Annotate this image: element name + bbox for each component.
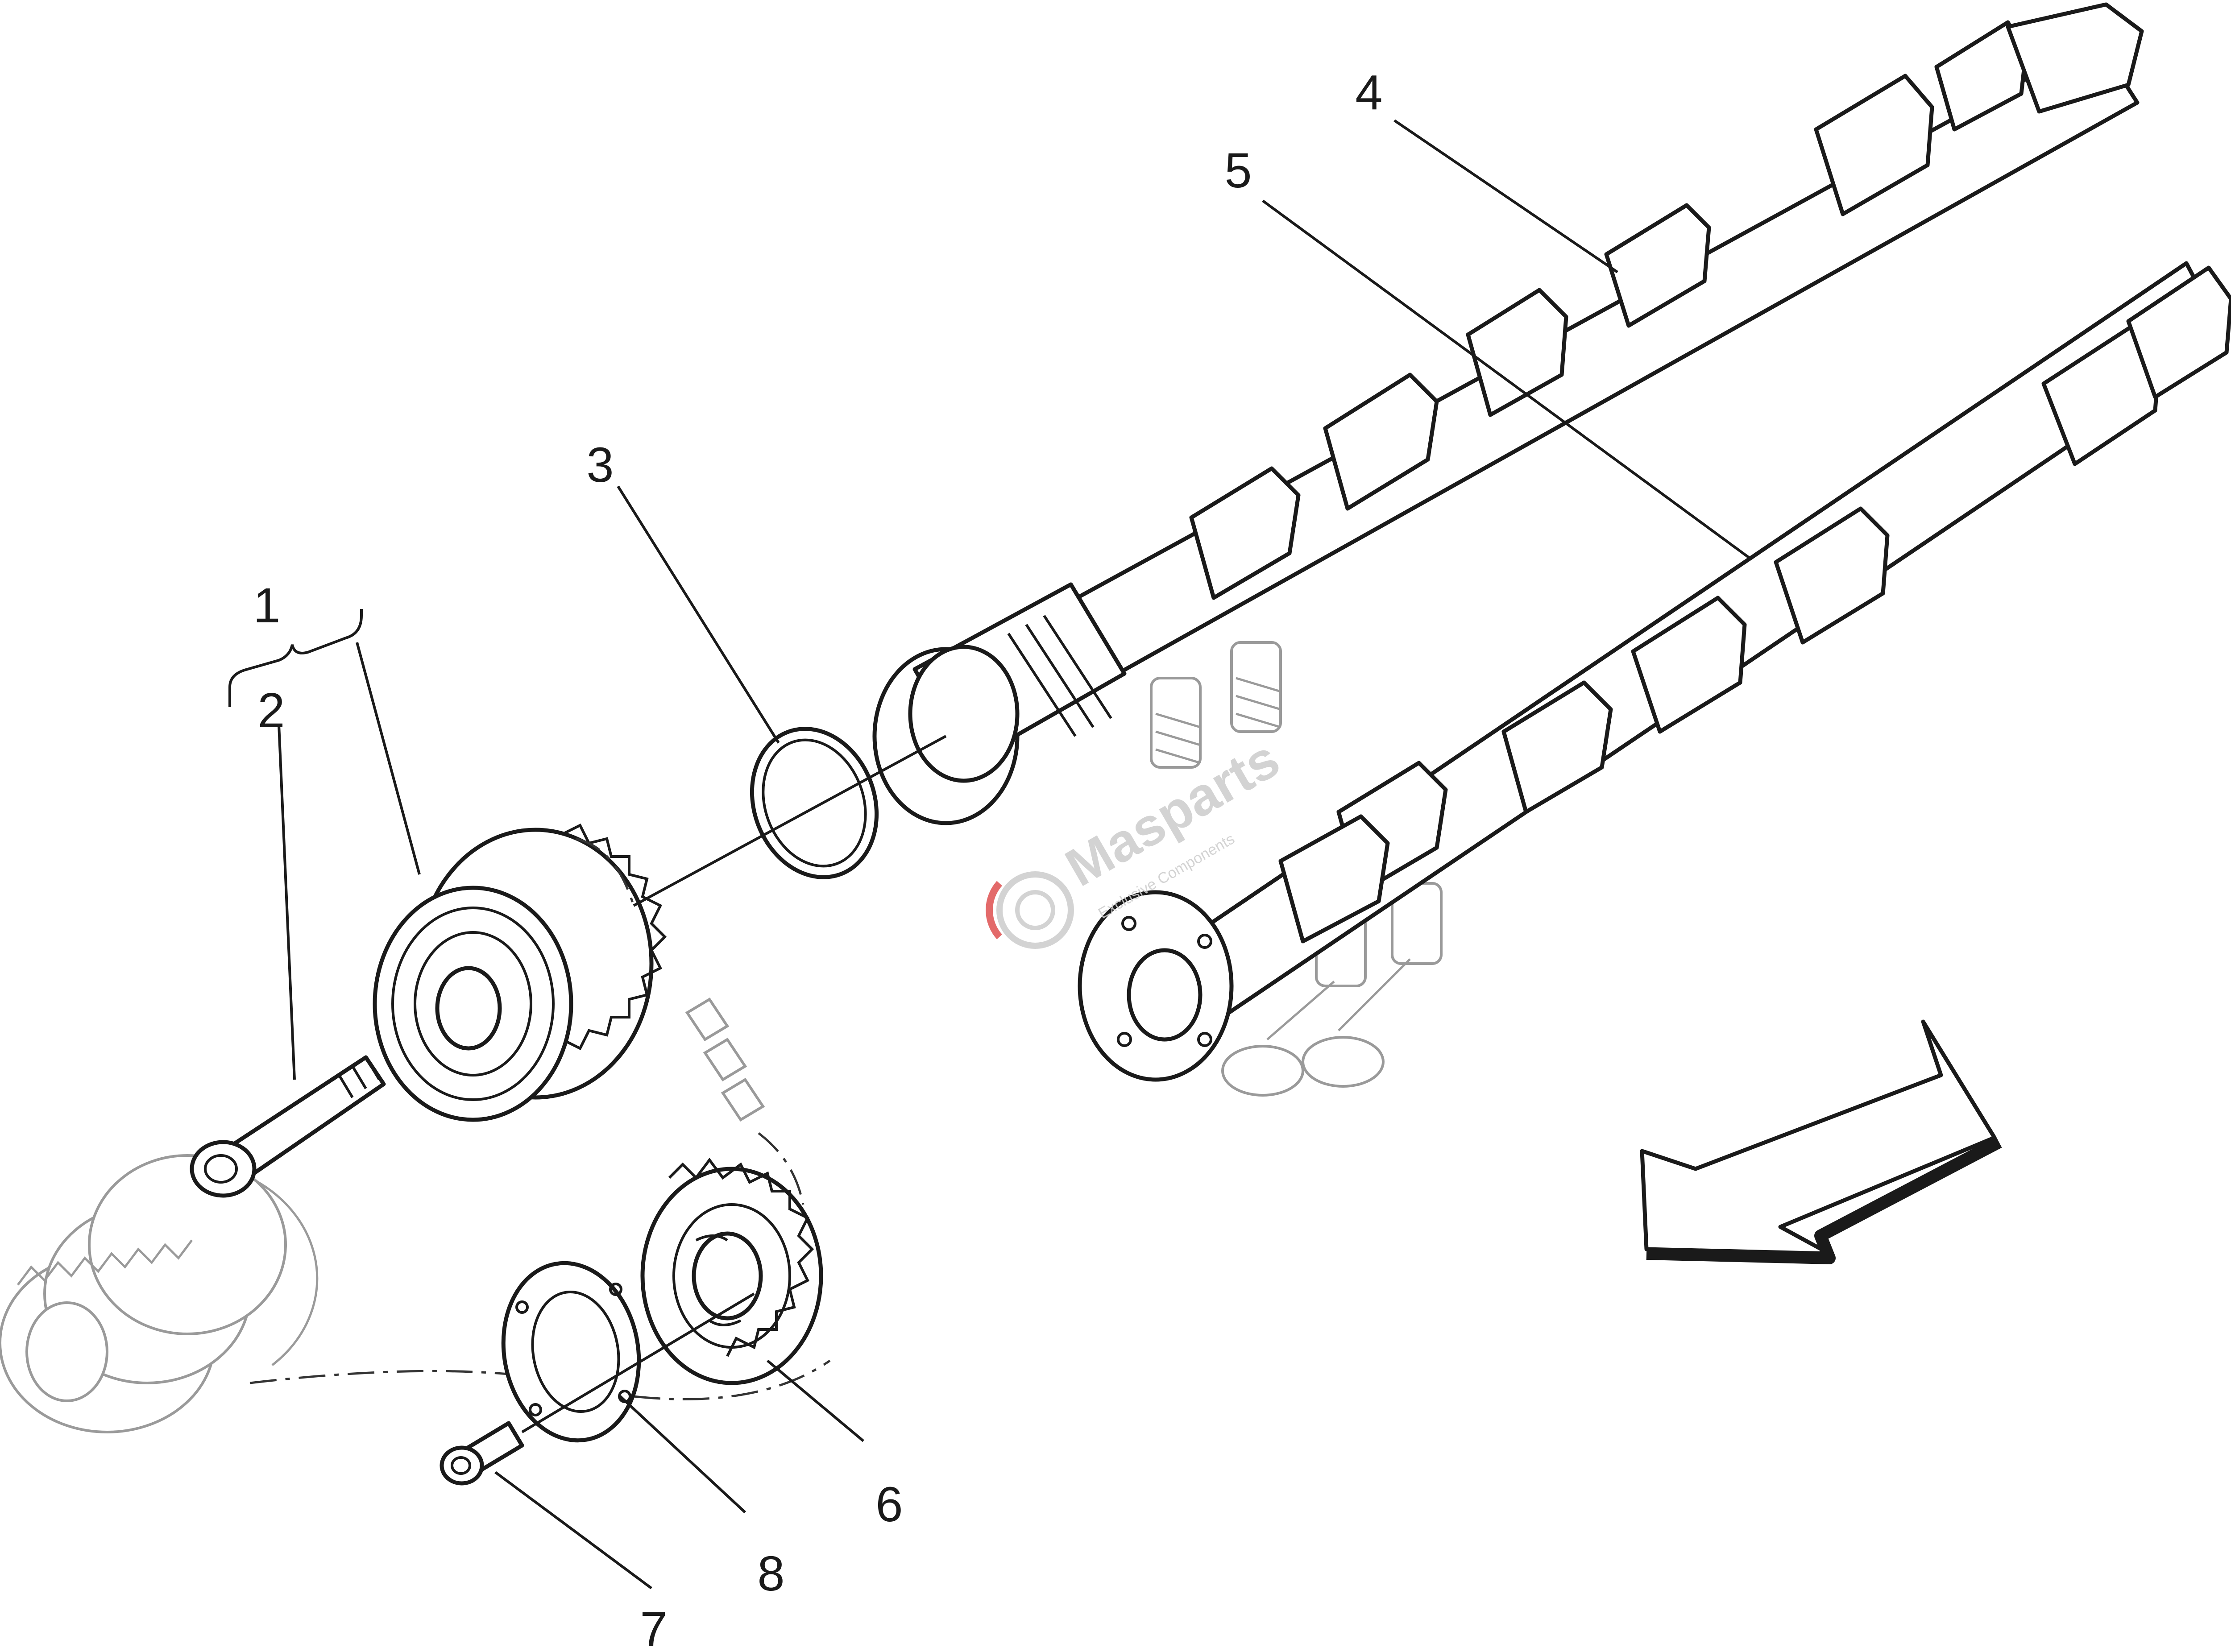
bolt-2 bbox=[190, 1055, 386, 1198]
callout-5: 5 bbox=[1224, 143, 1252, 198]
direction-arrow bbox=[1640, 1019, 2002, 1264]
o-ring-3 bbox=[750, 727, 879, 879]
assembly-axis-lines bbox=[521, 735, 947, 1433]
camshaft-4-front-end bbox=[872, 582, 1127, 825]
leader-1 bbox=[356, 642, 421, 875]
camshaft-5 bbox=[1078, 261, 2231, 1082]
timing-chain bbox=[249, 837, 831, 1400]
cam-phaser-1 bbox=[373, 823, 667, 1122]
callout-3: 3 bbox=[586, 438, 614, 493]
callout-8: 8 bbox=[757, 1546, 784, 1601]
leader-6 bbox=[767, 1359, 864, 1442]
leader-2 bbox=[278, 725, 296, 1080]
cam-lobes-upper bbox=[1189, 20, 2028, 600]
camshaft-5-flange bbox=[1078, 890, 1234, 1082]
faded-valves-and-springs bbox=[1150, 641, 1443, 1097]
callout-6: 6 bbox=[875, 1477, 903, 1532]
leader-8 bbox=[619, 1395, 746, 1514]
plate-8 bbox=[501, 1261, 641, 1443]
bracket-1 bbox=[228, 609, 363, 707]
callout-1: 1 bbox=[253, 578, 280, 633]
bolt-7 bbox=[440, 1421, 524, 1486]
callout-7: 7 bbox=[640, 1602, 667, 1652]
camshaft-4 bbox=[872, 2, 2144, 825]
leader-3 bbox=[617, 485, 780, 744]
cam-lobes-lower bbox=[1278, 265, 2231, 944]
sprocket-6 bbox=[640, 1158, 823, 1385]
watermark-logo-icon bbox=[986, 871, 1074, 949]
callout-2: 2 bbox=[257, 683, 285, 738]
leader-lines bbox=[228, 119, 1750, 1590]
leader-4 bbox=[1393, 119, 1618, 273]
leader-7 bbox=[494, 1471, 652, 1590]
leader-5 bbox=[1262, 199, 1750, 559]
faded-crank-gear-cluster bbox=[0, 1154, 319, 1433]
callout-labels: 1 2 3 4 5 6 7 8 bbox=[253, 65, 1382, 1652]
callout-4: 4 bbox=[1355, 65, 1382, 120]
